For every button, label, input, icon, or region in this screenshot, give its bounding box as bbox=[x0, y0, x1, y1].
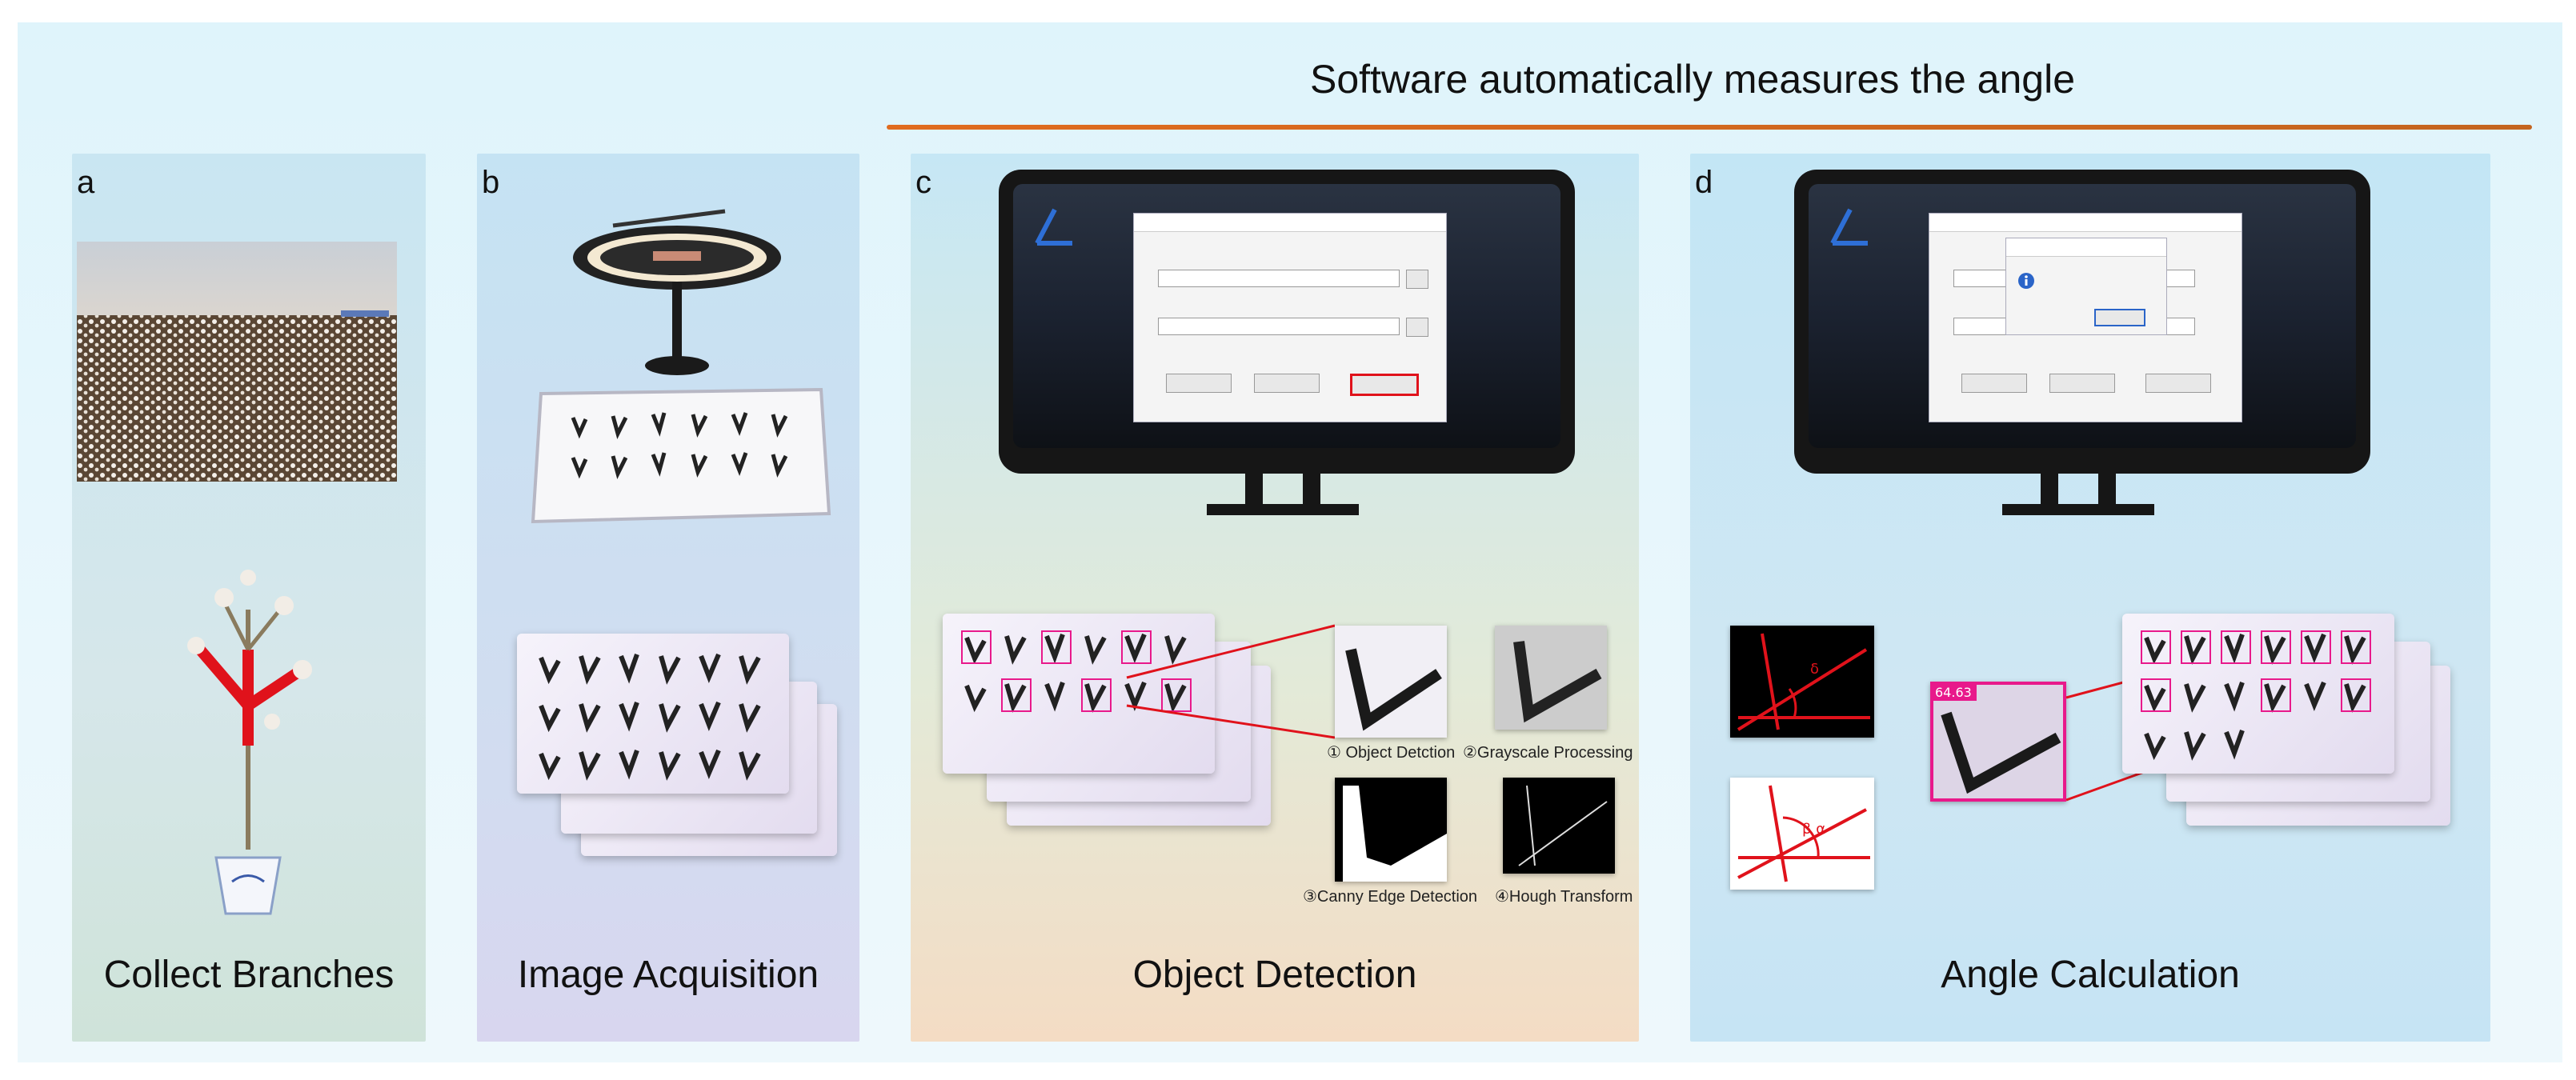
input-path-field[interactable] bbox=[1158, 270, 1400, 287]
step-caption: ③Canny Edge Detection bbox=[1303, 888, 1478, 906]
panel-letter: c bbox=[915, 165, 931, 200]
panel-letter: a bbox=[77, 165, 95, 200]
detected-branch-box: 64.63 bbox=[1930, 682, 2066, 802]
step-caption: ① Object Detction bbox=[1327, 744, 1456, 762]
angle-diagram-bottom: β α bbox=[1730, 778, 1874, 890]
crop-hough-transform bbox=[1503, 778, 1615, 874]
dialog-ok-button[interactable] bbox=[2094, 309, 2145, 326]
step-caption: ④Hough Transform bbox=[1495, 888, 1633, 906]
button-two[interactable] bbox=[2049, 374, 2115, 393]
monitor-neck bbox=[1245, 474, 1263, 506]
cotton-field-photo bbox=[77, 242, 397, 482]
step-caption: ②Grayscale Processing bbox=[1463, 744, 1633, 762]
ring-light-stand bbox=[531, 209, 831, 524]
panel-collect-branches: a Collect Branches bbox=[72, 154, 426, 1042]
image-stack-front bbox=[517, 634, 789, 794]
button-one[interactable] bbox=[1961, 374, 2027, 393]
monitor bbox=[999, 170, 1575, 474]
panel-letter: b bbox=[482, 165, 500, 200]
button-two[interactable] bbox=[1254, 374, 1320, 393]
app-logo-icon bbox=[1035, 208, 1072, 246]
software-window bbox=[1133, 213, 1447, 422]
info-icon bbox=[2018, 273, 2034, 289]
crop-object-detection bbox=[1335, 626, 1447, 738]
monitor bbox=[1794, 170, 2370, 474]
monitor-base bbox=[2002, 504, 2154, 515]
monitor-neck bbox=[1303, 474, 1320, 506]
potted-branch bbox=[187, 570, 312, 915]
monitor-neck bbox=[2041, 474, 2058, 506]
output-path-field[interactable] bbox=[1158, 318, 1400, 335]
panel-letter: d bbox=[1695, 165, 1713, 200]
monitor-base bbox=[1207, 504, 1359, 515]
monitor-screen bbox=[1013, 184, 1560, 448]
button-one[interactable] bbox=[1166, 374, 1232, 393]
dialog-titlebar bbox=[2006, 238, 2166, 257]
detection-score: 64.63 bbox=[1935, 685, 1972, 700]
crop-canny-edge bbox=[1335, 778, 1447, 882]
panel-title: Collect Branches bbox=[103, 954, 395, 996]
window-titlebar bbox=[1929, 214, 2241, 232]
button-three[interactable] bbox=[2145, 374, 2211, 393]
zoom-connector-lines bbox=[1126, 624, 1336, 739]
image-stack-front bbox=[2122, 614, 2394, 774]
app-logo-icon bbox=[1830, 208, 1868, 246]
panel-object-detection: c bbox=[911, 154, 1639, 1042]
header-title: Software automatically measures the angl… bbox=[1309, 57, 2076, 102]
panel-title: Angle Calculation bbox=[1941, 954, 2240, 996]
window-titlebar bbox=[1134, 214, 1446, 232]
monitor-screen bbox=[1809, 184, 2356, 448]
header-underline bbox=[887, 125, 2532, 130]
image-stack-front bbox=[943, 614, 1215, 774]
panel-angle-calculation: d bbox=[1690, 154, 2490, 1042]
monitor-neck bbox=[2098, 474, 2116, 506]
angle-symbol: δ bbox=[1810, 661, 1819, 678]
browse-output-button[interactable] bbox=[1406, 318, 1428, 337]
zoom-connector-lines bbox=[2065, 632, 2307, 802]
completion-dialog bbox=[2005, 238, 2167, 335]
software-window bbox=[1929, 213, 2242, 422]
panel-image-acquisition: b Image Acquisition bbox=[477, 154, 859, 1042]
angle-diagram-top: δ bbox=[1730, 626, 1874, 738]
start-button[interactable] bbox=[1350, 374, 1419, 396]
panel-title: Image Acquisition bbox=[517, 954, 819, 996]
browse-input-button[interactable] bbox=[1406, 270, 1428, 289]
panel-title: Object Detection bbox=[1132, 954, 1417, 996]
angle-symbol: β α bbox=[1802, 821, 1825, 838]
crop-grayscale bbox=[1495, 626, 1607, 730]
